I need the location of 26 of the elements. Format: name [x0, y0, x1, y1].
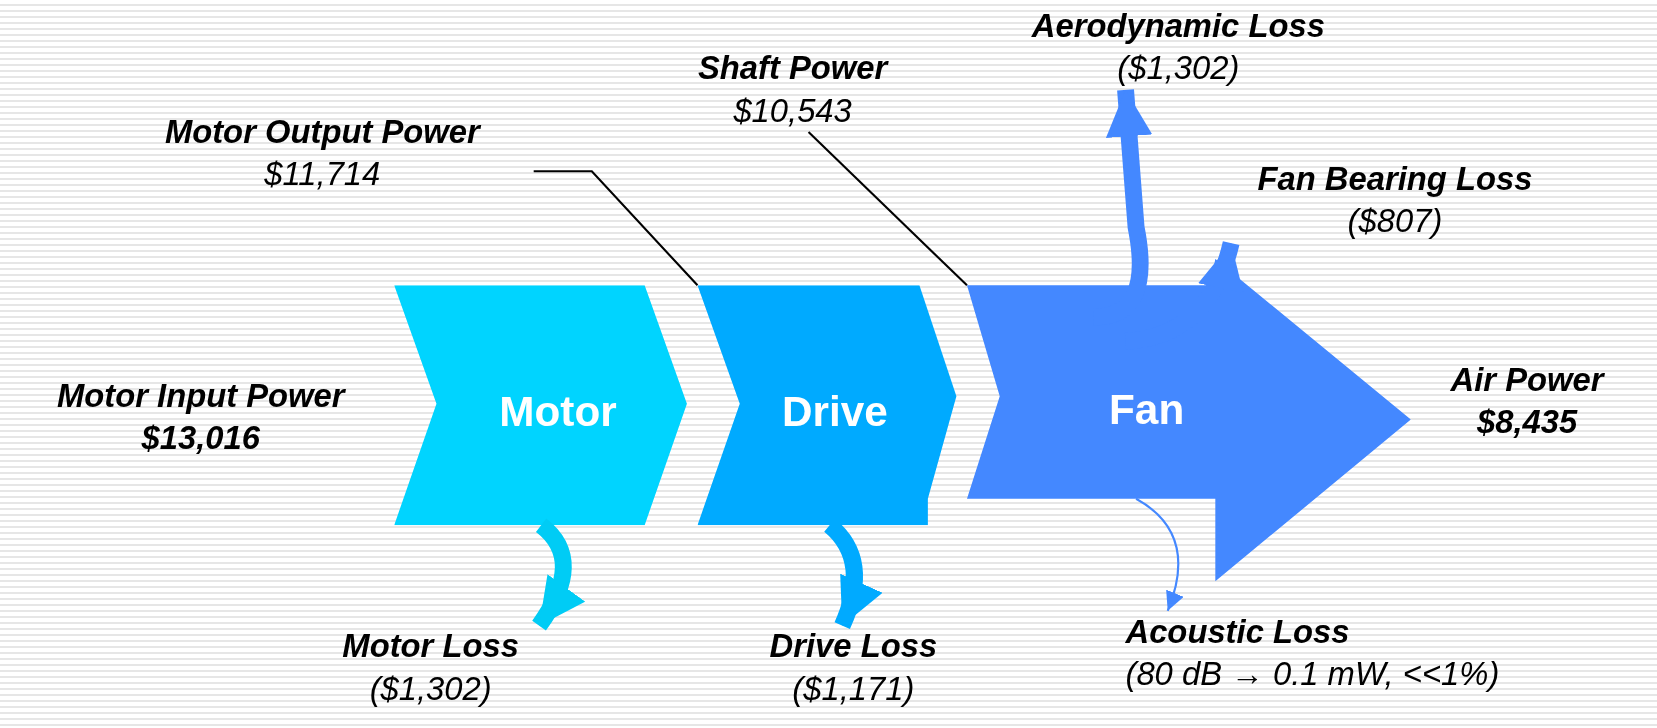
- callout-title: Motor Output Power: [163, 112, 482, 153]
- leader-line: [533, 170, 699, 287]
- callout-value: $11,714: [263, 154, 382, 195]
- callout-value: ($1,171): [791, 669, 916, 709]
- block-label: Fan: [1109, 386, 1185, 434]
- callout-title: Acoustic Loss: [1125, 611, 1351, 652]
- curved-arrow: [532, 518, 585, 631]
- callout-title: Aerodynamic Loss: [1030, 6, 1326, 47]
- output-value: $8,435: [1475, 402, 1579, 443]
- block-label: Motor: [499, 388, 617, 436]
- callout-title: Shaft Power: [696, 48, 890, 89]
- leader-line: [807, 131, 968, 287]
- curved-arrow: [1135, 497, 1184, 612]
- callout-value: ($1,302): [1116, 48, 1241, 89]
- callout-value: (80 dB → 0.1 mW, <<1%): [1125, 654, 1501, 695]
- callout-value: ($807): [1346, 201, 1444, 242]
- input-label: Motor Input Power: [56, 376, 347, 417]
- block-label: Drive: [782, 388, 888, 436]
- callout-title: Motor Loss: [341, 626, 520, 667]
- input-value: $13,016: [140, 418, 261, 459]
- callout-title: Fan Bearing Loss: [1256, 159, 1534, 200]
- output-label: Air Power: [1449, 360, 1606, 401]
- callout-value: ($1,302): [368, 669, 493, 709]
- callout-title: Drive Loss: [768, 626, 939, 667]
- callout-value: $10,543: [732, 90, 853, 131]
- arrow-shape: [966, 258, 1411, 582]
